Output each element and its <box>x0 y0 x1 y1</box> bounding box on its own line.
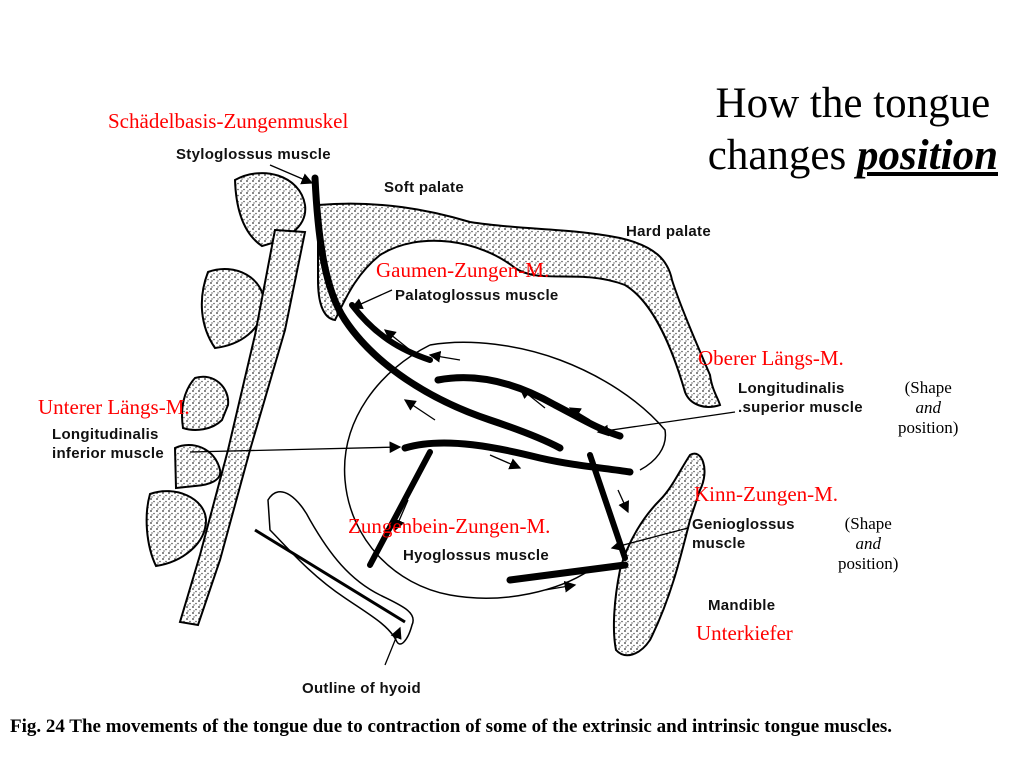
note-ls-close: position) <box>898 418 959 437</box>
muscle-strokes <box>311 174 634 584</box>
title-emphasis: position <box>857 132 998 179</box>
label-genio-line-1: Genioglossus <box>692 516 795 533</box>
label-de-hyoglossus: Zungenbein-Zungen-M. <box>348 514 551 538</box>
label-longitudinalis-superior: Longitudinalis .superior muscle <box>738 379 863 417</box>
genioglossus-horizontal <box>506 561 629 584</box>
mandible-bone <box>612 452 706 657</box>
label-de-genioglossus: Kinn-Zungen-M. <box>694 482 839 506</box>
title-line-2: changes position <box>708 130 998 182</box>
note-ls-and: and <box>915 398 941 417</box>
label-long-inf-line-1: Longitudinalis <box>52 426 159 443</box>
label-hyoid: Outline of hyoid <box>302 680 421 697</box>
label-long-sup-line-2: .superior muscle <box>738 399 863 416</box>
label-mandible: Mandible <box>708 597 776 614</box>
styloglossus-muscle <box>311 174 564 452</box>
label-de-longitudinalis-inferior: Unterer Längs-M. <box>38 395 190 419</box>
slide-title: How the tongue changes position <box>708 78 998 182</box>
note-genioglossus: (Shape and position) <box>838 514 898 574</box>
label-styloglossus: Styloglossus muscle <box>176 146 331 163</box>
label-long-sup-line-1: Longitudinalis <box>738 380 845 397</box>
label-longitudinalis-inferior: Longitudinalis inferior muscle <box>52 425 164 463</box>
hyoid-bar <box>254 528 406 624</box>
palate-region <box>317 202 722 408</box>
note-gg-close: position) <box>838 554 899 573</box>
note-longitudinalis-superior: (Shape and position) <box>898 378 958 438</box>
hyoglossus-muscle <box>367 449 433 568</box>
movement-arrows <box>383 329 630 593</box>
label-hyoglossus: Hyoglossus muscle <box>403 547 549 564</box>
longitudinalis-superior-muscle <box>434 374 624 440</box>
label-palatoglossus: Palatoglossus muscle <box>395 287 559 304</box>
note-gg-open: (Shape <box>844 514 892 533</box>
title-line-1: How the tongue <box>715 80 991 127</box>
hyoid-outline <box>267 491 414 645</box>
note-ls-open: (Shape <box>904 378 952 397</box>
longitudinalis-inferior-muscle <box>401 439 634 476</box>
label-de-mandible: Unterkiefer <box>696 621 793 645</box>
label-long-inf-line-2: inferior muscle <box>52 445 165 462</box>
label-de-palatoglossus: Gaumen-Zungen-M. <box>376 258 550 282</box>
title-line-2-prefix: changes <box>707 132 857 179</box>
note-gg-and: and <box>855 534 881 553</box>
label-soft-palate: Soft palate <box>384 179 464 196</box>
leader-lines <box>189 164 736 666</box>
label-genio-line-2: muscle <box>692 535 746 552</box>
pharynx-wall <box>178 228 307 627</box>
label-de-styloglossus: Schädelbasis-Zungenmuskel <box>108 109 349 133</box>
label-genioglossus: Genioglossus muscle <box>692 515 795 553</box>
vertebrae <box>145 172 307 568</box>
figure-caption: Fig. 24 The movements of the tongue due … <box>10 716 893 737</box>
label-de-longitudinalis-superior: Oberer Längs-M. <box>698 346 844 370</box>
label-hard-palate: Hard palate <box>626 223 711 240</box>
